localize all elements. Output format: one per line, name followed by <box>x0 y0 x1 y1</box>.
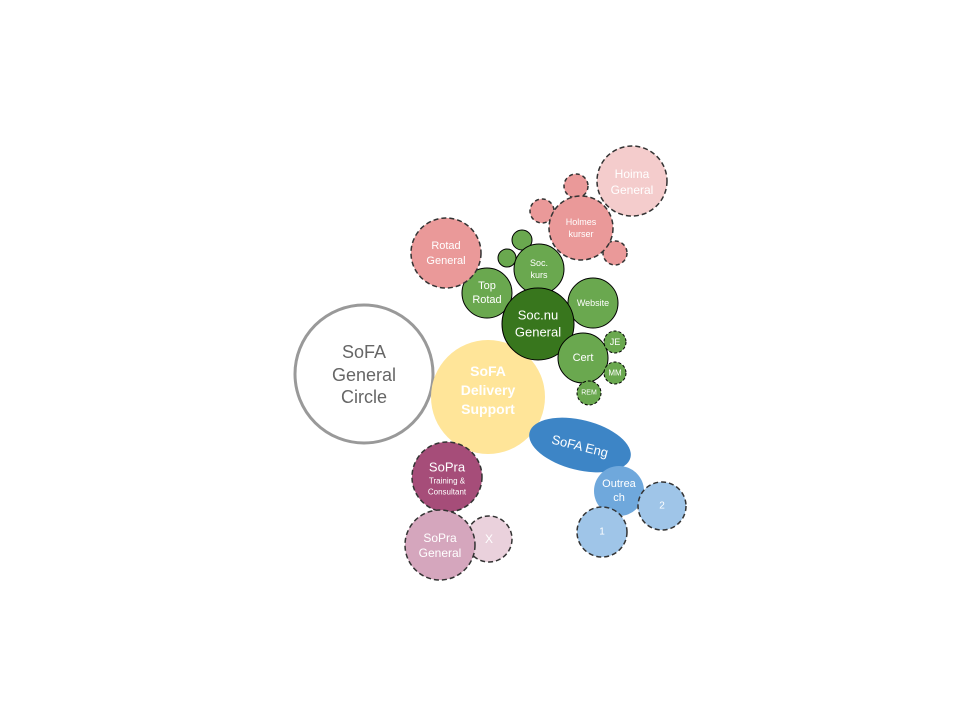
soc-kurs-circle: Soc. kurs <box>513 243 565 295</box>
rotad-general-label-line-2: General <box>426 255 465 267</box>
sofa-delivery-support-circle: SoFA Delivery Support <box>431 340 545 454</box>
sofa-general-label-line-3: Circle <box>341 387 387 407</box>
sofa-delivery-label-line-2: Delivery <box>461 382 516 398</box>
blue-2-label: 2 <box>659 501 665 512</box>
x-label: X <box>485 532 493 546</box>
soc-nu-general-circle: Soc.nu General <box>501 287 575 361</box>
sopra-general-shape <box>404 509 476 581</box>
sopra-training-sub-line-2: Consultant <box>428 488 467 497</box>
blue-1-circle: 1 <box>576 506 628 558</box>
rem-circle: REM <box>576 380 602 406</box>
x-circle: X <box>465 515 513 563</box>
sofa-eng-ellipse: SoFA Eng <box>529 417 631 473</box>
je-label: JE <box>610 337 621 347</box>
sopra-general-label-line-2: General <box>419 546 462 560</box>
cert-label: Cert <box>573 352 594 364</box>
sofa-general-circle-shape <box>293 303 435 445</box>
hoima-general-shape <box>596 145 668 217</box>
sofa-general-circle: SoFA General Circle <box>293 303 435 445</box>
je-shape <box>603 330 627 354</box>
rotad-general-circle: Rotad General <box>410 217 482 289</box>
top-rotad-circle: Top Rotad <box>461 267 513 319</box>
holmes-kurser-circle: Holmes kurser <box>548 195 614 261</box>
top-rotad-label-line-2: Rotad <box>472 294 501 306</box>
mm-circle: MM <box>603 361 627 385</box>
sopra-cluster: SoPra Training & Consultant X SoPra Gene… <box>404 441 513 581</box>
sofa-general-label-line-2: General <box>332 365 396 385</box>
blue-1-label: 1 <box>599 527 605 538</box>
website-label: Website <box>577 298 609 308</box>
small-green-circle-2 <box>497 248 517 268</box>
sofa-delivery-label-line-3: Support <box>461 401 515 417</box>
holmes-kurser-label-line-2: kurser <box>568 229 593 239</box>
holmes-cluster: Rotad General Holmes kurser Hoima Genera… <box>410 145 668 289</box>
soc-nu-general-label-line-1: Soc.nu <box>518 308 558 323</box>
rem-label: REM <box>581 390 597 397</box>
sopra-general-label-line-1: SoPra <box>423 531 457 545</box>
x-shape <box>465 515 513 563</box>
soc-nu-cluster: Soc. kurs Top Rotad Website Soc.nu Gener… <box>461 229 627 406</box>
sofa-eng-cluster: SoFA Eng Outrea ch 2 1 <box>529 417 687 558</box>
soc-kurs-label-line-1: Soc. <box>530 258 548 268</box>
sofa-delivery-label-line-1: SoFA <box>470 363 506 379</box>
blue-1-shape <box>576 506 628 558</box>
cert-circle: Cert <box>557 332 609 384</box>
outreach-shape <box>594 466 644 516</box>
sopra-training-circle: SoPra Training & Consultant <box>411 441 483 513</box>
sopra-training-label: SoPra <box>429 460 466 475</box>
sofa-delivery-shape <box>431 340 545 454</box>
holmes-kurser-shape <box>548 195 614 261</box>
rotad-general-label-line-1: Rotad <box>431 240 460 252</box>
outreach-label-line-2: ch <box>613 492 625 504</box>
top-rotad-shape <box>461 267 513 319</box>
website-shape <box>567 277 619 329</box>
soc-nu-general-label-line-2: General <box>515 325 561 340</box>
je-circle: JE <box>603 330 627 354</box>
mm-label: MM <box>608 369 622 378</box>
outreach-label-line-1: Outrea <box>602 478 637 490</box>
soc-kurs-shape <box>513 243 565 295</box>
sopra-training-shape <box>411 441 483 513</box>
blue-2-circle: 2 <box>637 481 687 531</box>
small-red-circle-top <box>563 173 589 199</box>
holmes-kurser-label-line-1: Holmes <box>566 217 597 227</box>
mm-shape <box>603 361 627 385</box>
rem-shape <box>576 380 602 406</box>
hoima-general-circle: Hoima General <box>596 145 668 217</box>
outreach-circle: Outrea ch <box>594 466 644 516</box>
small-red-circle-right <box>602 240 628 266</box>
website-circle: Website <box>567 277 619 329</box>
blue-2-shape <box>637 481 687 531</box>
sofa-eng-shape <box>529 417 631 473</box>
hoima-general-label-line-2: General <box>611 183 654 197</box>
top-rotad-label-line-1: Top <box>478 280 496 292</box>
rotad-general-shape <box>410 217 482 289</box>
hoima-general-label-line-1: Hoima <box>615 167 650 181</box>
sopra-general-circle: SoPra General <box>404 509 476 581</box>
sofa-general-label-line-1: SoFA <box>342 342 386 362</box>
sopra-training-sub-line-1: Training & <box>429 477 466 486</box>
soc-kurs-label-line-2: kurs <box>530 270 548 280</box>
soc-nu-general-shape <box>501 287 575 361</box>
